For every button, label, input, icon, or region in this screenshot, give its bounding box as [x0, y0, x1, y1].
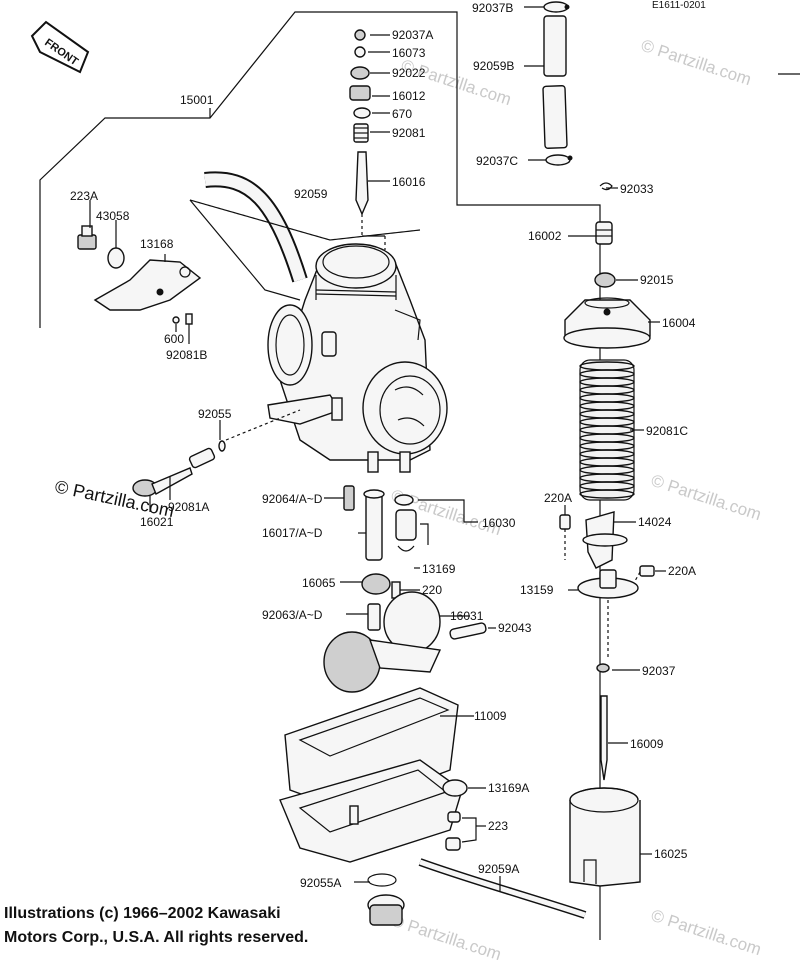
- part-label-92037: 92037: [642, 664, 676, 678]
- part-label-16017: 16017/A~D: [262, 526, 323, 540]
- part-label-16031: 16031: [450, 609, 484, 623]
- part-label-16004: 16004: [662, 316, 696, 330]
- part-label-92081A: 92081A: [168, 500, 209, 514]
- needle-jet-stack: [349, 29, 390, 250]
- spring-coil: [579, 489, 635, 499]
- part-label-92037A: 92037A: [392, 28, 433, 42]
- part-label-43058: 43058: [96, 209, 130, 223]
- part-label-16025: 16025: [654, 847, 688, 861]
- part-label-220: 220: [422, 583, 442, 597]
- part-label-15001: 15001: [180, 93, 214, 107]
- vent-hose-assembly: [524, 1, 618, 191]
- copyright-line-2: Motors Corp., U.S.A. All rights reserved…: [4, 929, 309, 946]
- part-label-670: 670: [392, 107, 412, 121]
- part-label-220A-top: 220A: [544, 491, 572, 505]
- copyright-line-1: Illustrations (c) 1966–2002 Kawasaki: [4, 905, 281, 922]
- jets-float-assembly: [323, 485, 496, 693]
- part-label-92059B: 92059B: [473, 59, 514, 73]
- part-labels: 92037B 92059B 92037C 92033 92037A 16073 …: [53, 1, 696, 890]
- part-label-92043: 92043: [498, 621, 532, 635]
- watermark: © Partzilla.com: [389, 911, 504, 960]
- part-label-16016: 16016: [392, 175, 426, 189]
- part-label-92081C: 92081C: [646, 424, 688, 438]
- part-label-92022: 92022: [392, 66, 426, 80]
- float-bowl-assembly: [279, 687, 587, 926]
- watermark: © Partzilla.com: [639, 36, 754, 89]
- part-label-16002: 16002: [528, 229, 562, 243]
- part-label-92059A: 92059A: [478, 862, 519, 876]
- assembly-boundary: [39, 11, 601, 940]
- throttle-slide-assembly: [559, 221, 666, 887]
- part-label-223A: 223A: [70, 189, 98, 203]
- part-label-11009: 11009: [474, 709, 507, 723]
- cable-bracket-assembly: [77, 200, 202, 344]
- part-label-14024: 14024: [638, 515, 672, 529]
- part-label-92055: 92055: [198, 407, 232, 421]
- part-label-92037C: 92037C: [476, 154, 518, 168]
- part-label-92055A: 92055A: [300, 876, 341, 890]
- watermark: © Partzilla.com: [649, 906, 764, 959]
- idle-screw-assembly: [132, 409, 301, 512]
- header-code: E1611-0201: [652, 0, 706, 11]
- part-label-92081B: 92081B: [166, 348, 207, 362]
- front-arrow-badge: FRONT: [30, 20, 90, 74]
- part-label-92015: 92015: [640, 273, 674, 287]
- part-label-13168: 13168: [140, 237, 174, 251]
- part-label-16009: 16009: [630, 737, 664, 751]
- carburetor-body: [189, 171, 448, 473]
- part-label-92037B: 92037B: [472, 1, 513, 15]
- part-label-16021: 16021: [140, 515, 174, 529]
- part-label-13159: 13159: [520, 583, 554, 597]
- part-label-92063: 92063/A~D: [262, 608, 323, 622]
- part-label-16073: 16073: [392, 46, 426, 60]
- part-label-92081: 92081: [392, 126, 426, 140]
- part-label-16030: 16030: [482, 516, 516, 530]
- part-label-16065: 16065: [302, 576, 336, 590]
- part-label-13169: 13169: [422, 562, 456, 576]
- part-label-92059: 92059: [294, 187, 328, 201]
- part-label-92064: 92064/A~D: [262, 492, 323, 506]
- part-label-92033: 92033: [620, 182, 654, 196]
- part-label-220A-side: 220A: [668, 564, 696, 578]
- part-label-13169A: 13169A: [488, 781, 529, 795]
- part-label-16012: 16012: [392, 89, 426, 103]
- spring-coils: [579, 361, 635, 499]
- part-label-223: 223: [488, 819, 508, 833]
- part-label-600: 600: [164, 332, 184, 346]
